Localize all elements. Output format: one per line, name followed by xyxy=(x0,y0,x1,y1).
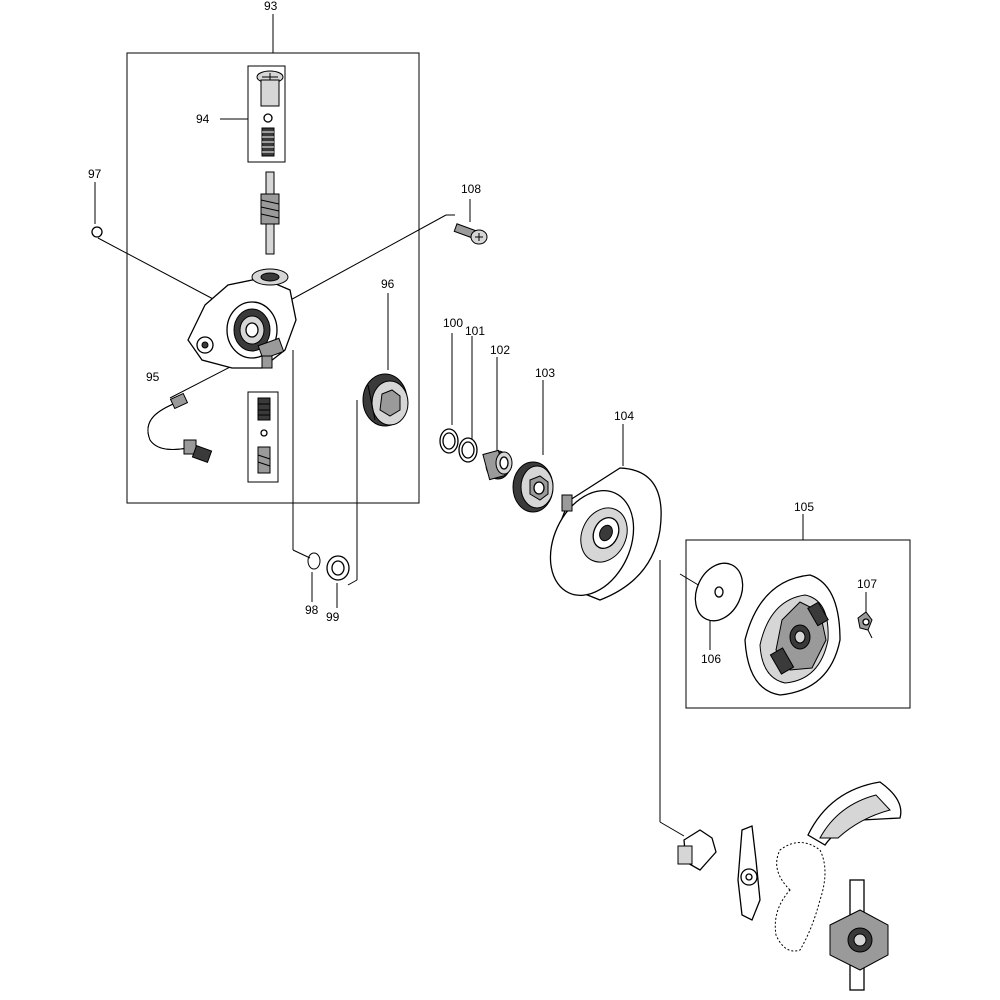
part-104-clutch-drum xyxy=(549,467,662,601)
worm-shaft xyxy=(260,171,280,255)
label-107: 107 xyxy=(857,577,877,591)
part-105-clutch xyxy=(744,574,841,696)
label-94: 94 xyxy=(196,112,210,126)
part-106-washer xyxy=(694,562,744,622)
leader-lines xyxy=(94,14,867,837)
clutch-hub xyxy=(829,879,889,991)
oil-hose-95 xyxy=(147,392,213,464)
group-box-94 xyxy=(247,65,286,163)
part-99-washer xyxy=(326,555,350,581)
label-96: 96 xyxy=(381,277,395,291)
label-93: 93 xyxy=(264,0,278,13)
clutch-spring-clip xyxy=(677,829,717,871)
group-box-valve xyxy=(247,391,279,483)
label-101: 101 xyxy=(465,324,485,338)
part-98-ring xyxy=(307,552,321,570)
part-101-washer xyxy=(458,437,478,463)
part-94-plunger-set xyxy=(256,70,284,157)
label-98: 98 xyxy=(305,603,319,617)
oil-pump-housing xyxy=(91,226,297,369)
part-107-clip xyxy=(857,611,873,639)
part-100-washer xyxy=(439,428,459,454)
label-108: 108 xyxy=(461,182,481,196)
label-99: 99 xyxy=(326,610,340,624)
label-102: 102 xyxy=(490,343,510,357)
clutch-plate xyxy=(737,825,761,921)
group-box-105 xyxy=(685,539,911,709)
label-103: 103 xyxy=(535,366,555,380)
part-108-screw xyxy=(453,223,488,245)
part-number-labels: 93 94 97 108 96 100 101 102 103 95 104 1… xyxy=(88,0,877,666)
label-95: 95 xyxy=(146,370,160,384)
valve-assembly xyxy=(257,397,271,474)
label-97: 97 xyxy=(88,167,102,181)
clutch-spring xyxy=(774,842,826,952)
label-105: 105 xyxy=(794,500,814,514)
label-100: 100 xyxy=(443,316,463,330)
label-106: 106 xyxy=(701,652,721,666)
clutch-shoe xyxy=(807,781,902,846)
part-102-needle-bearing xyxy=(482,449,513,481)
part-96-plug xyxy=(362,373,409,427)
part-103-sprocket xyxy=(512,461,554,513)
label-104: 104 xyxy=(614,409,634,423)
